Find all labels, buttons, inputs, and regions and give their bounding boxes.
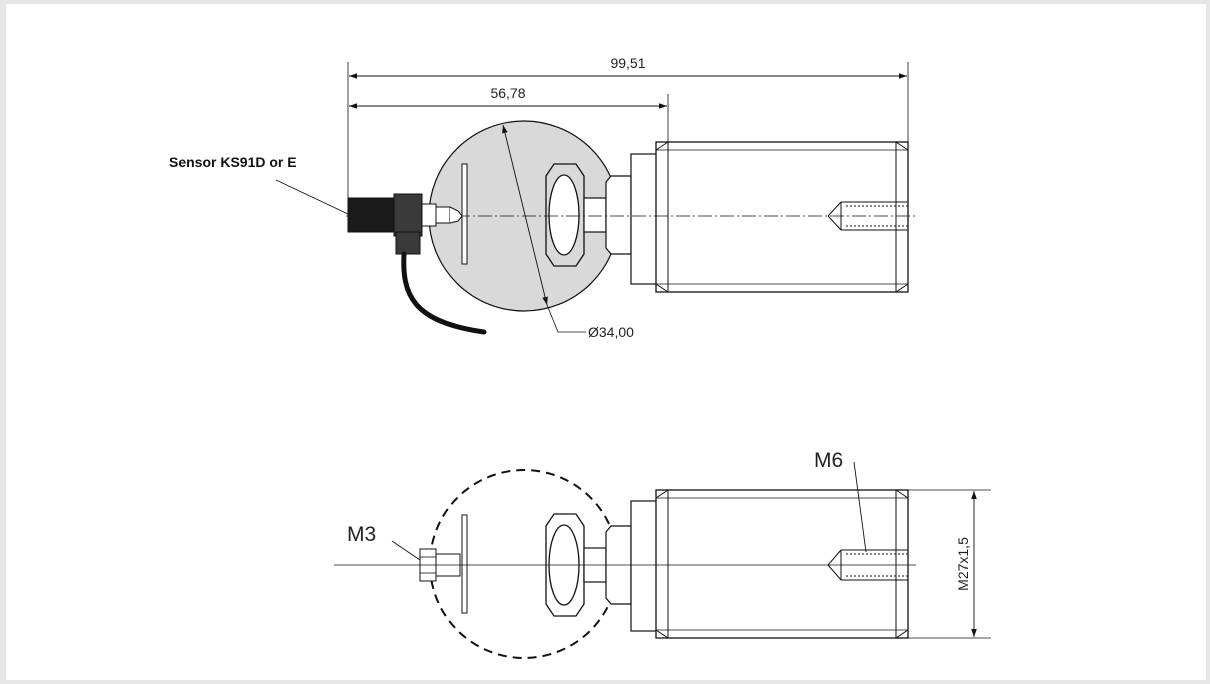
dim-diameter: Ø34,00 — [588, 324, 634, 340]
chamfer-top-b — [895, 489, 909, 499]
dim-flange-length: 56,78 — [490, 85, 525, 101]
chamfer-left-top — [655, 141, 669, 151]
plate-bottom — [461, 514, 468, 614]
neck — [583, 197, 607, 233]
chamfer-left-top-b — [655, 489, 669, 499]
sensor-body — [347, 197, 397, 233]
sensor-leader — [275, 179, 349, 215]
diameter-dimension-line — [502, 124, 548, 306]
drawing-sheet: 99,51 56,78 Ø34,00 Sensor KS91D or E — [6, 4, 1206, 680]
m6-label: M6 — [814, 449, 843, 472]
plate — [461, 163, 468, 265]
technical-drawing: 99,51 56,78 Ø34,00 Sensor KS91D or E — [169, 55, 991, 659]
top-view — [275, 62, 916, 335]
m6-leader — [853, 461, 867, 553]
dim-thread-major: M27x1,5 — [955, 537, 971, 591]
sensor-head — [393, 193, 423, 237]
dim-overall-length: 99,51 — [610, 55, 645, 71]
sensor-label: Sensor KS91D or E — [169, 154, 297, 170]
bottom-view — [334, 461, 991, 659]
m3-label: M3 — [347, 523, 376, 546]
threaded-body-bottom — [655, 489, 909, 639]
chamfer-top — [895, 141, 909, 151]
hex-nut-bore — [548, 174, 580, 256]
sensor-thread — [421, 203, 437, 227]
chamfer-left-bottom-b — [655, 629, 669, 639]
collar — [605, 175, 632, 255]
sensor-point — [449, 206, 463, 224]
cable-gland — [395, 231, 421, 255]
threaded-body — [655, 141, 909, 293]
m3-leader — [391, 540, 421, 561]
diameter-leader — [546, 304, 586, 333]
chamfer-bottom-b — [895, 629, 909, 639]
chamfer-left-bottom — [655, 283, 669, 293]
chamfer-bottom — [895, 283, 909, 293]
sensor-tip — [435, 206, 451, 224]
sensor-cable — [401, 251, 487, 335]
